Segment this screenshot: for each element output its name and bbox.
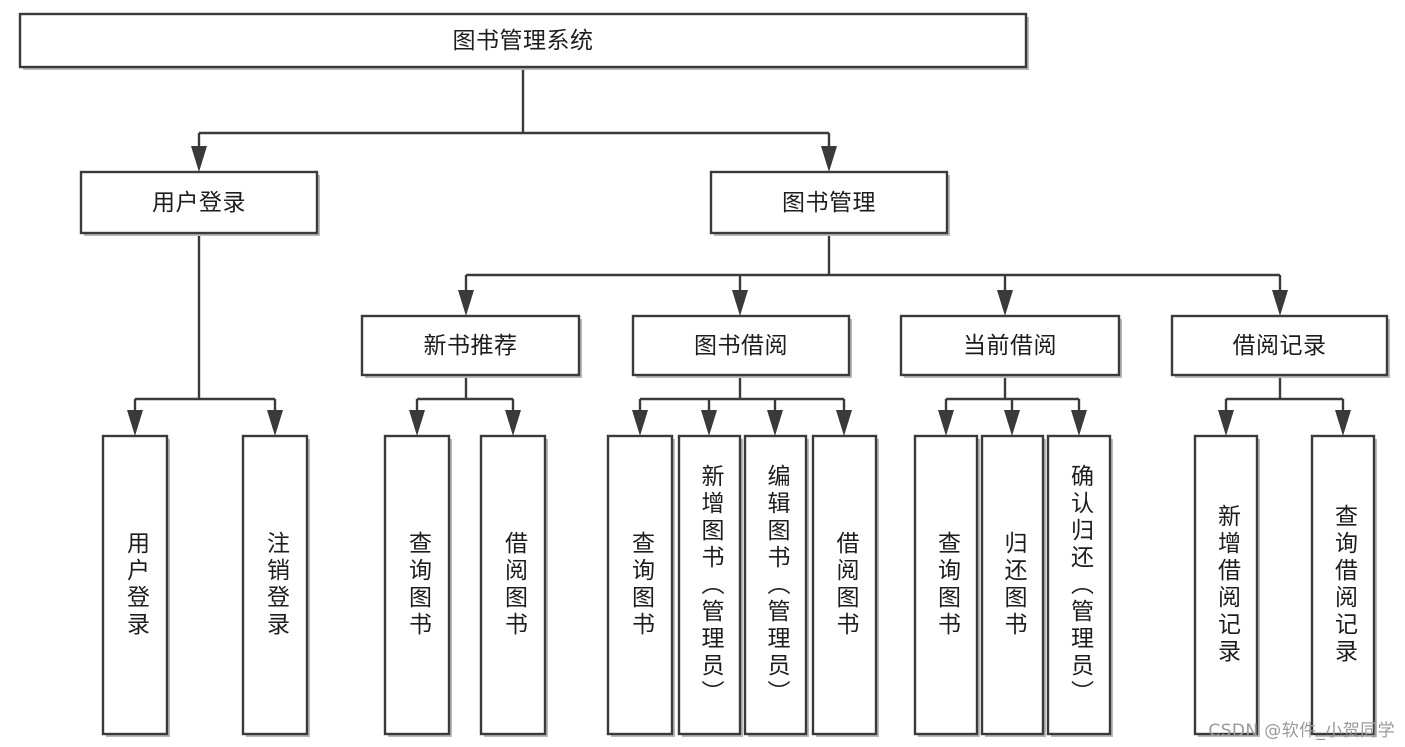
node-box-leaf-user-login[interactable] [101,434,169,736]
node-box-leaf-add-borrow-record[interactable] [1193,434,1259,736]
node-label-new-book-rec: 新书推荐 [424,333,518,359]
arrow-head-leaf-user-logout [267,410,283,436]
node-box-user-login[interactable] [79,170,319,235]
node-label-user-login: 用户登录 [152,190,246,216]
arrow-head-leaf-confirm-return-admin [1071,410,1087,436]
node-box-leaf-add-book-admin[interactable] [677,434,742,736]
connectors-book-manage-to-level3 [458,233,1288,316]
node-box-leaf-query-borrow-record[interactable] [1310,434,1376,736]
node-box-leaf-confirm-return-admin[interactable] [1046,434,1112,736]
arrow-head-leaf-query-book-rec [409,410,425,436]
arrow-head-leaf-user-login [127,410,143,436]
node-box-leaf-borrow-book-rec[interactable] [479,434,547,736]
arrow-head-leaf-add-book-admin [701,410,717,436]
connectors-new-book-rec-to-leaves [409,375,521,436]
node-box-book-borrow[interactable] [631,314,851,377]
node-box-leaf-return-book[interactable] [980,434,1045,736]
node-label-borrow-record: 借阅记录 [1233,333,1327,359]
arrow-head-new-book-rec [458,290,474,316]
arrow-head-book-borrow [732,290,748,316]
node-box-leaf-query-book-borrow[interactable] [606,434,674,736]
node-box-leaf-query-book-rec[interactable] [383,434,451,736]
arrow-head-user-login [191,146,207,172]
node-box-root[interactable] [18,12,1028,69]
node-box-leaf-query-book-cur[interactable] [913,434,979,736]
arrow-head-current-borrow [997,290,1013,316]
arrow-head-book-manage [821,146,837,172]
node-box-book-manage[interactable] [709,170,949,235]
arrow-head-leaf-query-book-cur [938,410,954,436]
connectors-book-borrow-to-leaves [632,375,852,436]
node-box-new-book-rec[interactable] [360,314,581,377]
node-box-leaf-edit-book-admin[interactable] [743,434,808,736]
watermark-text: CSDN @软件_小贺同学 [1208,721,1395,741]
node-label-root: 图书管理系统 [453,28,594,54]
arrow-head-leaf-query-borrow-record [1335,410,1351,436]
arrow-head-leaf-borrow-book-rec [505,410,521,436]
node-label-book-borrow: 图书借阅 [694,333,788,359]
node-box-borrow-record[interactable] [1170,314,1389,377]
connectors-current-borrow-to-leaves [938,375,1087,436]
node-label-book-manage: 图书管理 [782,190,876,216]
node-box-current-borrow[interactable] [899,314,1121,377]
node-box-leaf-user-logout[interactable] [241,434,309,736]
boxes-layer [18,12,1390,737]
connectors-user-login-to-leaves [127,233,283,436]
arrow-head-leaf-borrow-book [836,410,852,436]
node-label-current-borrow: 当前借阅 [963,333,1057,359]
connectors-borrow-record-to-leaves [1218,375,1351,436]
node-box-leaf-borrow-book[interactable] [811,434,878,736]
arrow-head-borrow-record [1272,290,1288,316]
connectors-root-to-level2 [191,67,837,172]
arrow-head-leaf-add-borrow-record [1218,410,1234,436]
arrow-head-leaf-return-book [1004,410,1020,436]
arrow-head-leaf-query-book-borrow [632,410,648,436]
arrow-head-leaf-edit-book-admin [767,410,783,436]
